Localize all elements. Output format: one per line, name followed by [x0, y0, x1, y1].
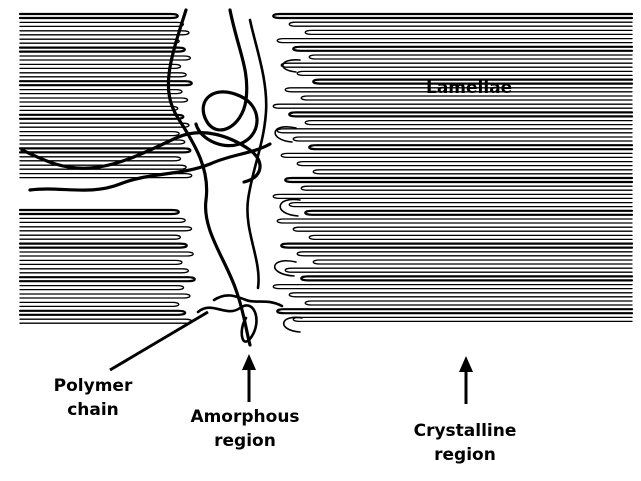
- lamella-fold: [20, 227, 192, 231]
- lamella-fold: [20, 140, 185, 144]
- lamella-fold: [20, 115, 183, 119]
- lamella-fold: [20, 286, 184, 290]
- lamella-fold: [20, 311, 185, 315]
- crystalline-region-label-line2: region: [400, 443, 530, 467]
- lamella-fold: [285, 178, 632, 182]
- lamella-fold: [20, 269, 188, 273]
- lamella-fold: [305, 30, 632, 34]
- lamella-fold: [20, 64, 181, 68]
- lamella-fold: [297, 71, 632, 75]
- lamella-fold: [20, 81, 192, 85]
- lamella-fold: [277, 39, 632, 43]
- lamella-fold: [293, 47, 632, 51]
- amorphous-region-label: Amorphous region: [180, 405, 310, 453]
- lamella-fold: [20, 31, 189, 35]
- lamella-fold: [293, 317, 632, 321]
- lamellae-label: Lamellae: [426, 76, 512, 100]
- lamella-fold: [297, 252, 632, 256]
- lamella-fold: [20, 90, 182, 94]
- lamella-fold: [293, 137, 632, 141]
- lamella-fold: [273, 14, 632, 18]
- lamella-fold: [20, 294, 190, 298]
- polymer-chain-pointer-line: [110, 312, 208, 370]
- lamella-fold: [20, 252, 193, 256]
- lamella-fold: [20, 277, 195, 281]
- polymer-chain: [247, 20, 266, 288]
- lamella-fold: [20, 14, 178, 18]
- lamella-fold: [20, 123, 189, 127]
- lamella-fold: [277, 309, 632, 313]
- lamella-fold: [313, 260, 632, 264]
- lamella-fold: [313, 170, 632, 174]
- lamella-fold: [20, 148, 190, 152]
- lamella-fold: [273, 194, 632, 198]
- lamella-fold: [273, 285, 632, 289]
- lamella-fold: [309, 55, 632, 59]
- lamella-fold: [20, 48, 185, 52]
- lamella-fold: [20, 106, 178, 110]
- lamella-fold: [289, 112, 632, 116]
- polymer-chain-label-line2: chain: [38, 398, 148, 422]
- lamella-fold: [281, 153, 632, 157]
- lamella-fold: [293, 227, 632, 231]
- lamella-fold: [305, 301, 632, 305]
- crystalline-region-arrow: [459, 356, 473, 404]
- polymer-chain: [196, 10, 257, 146]
- lamella-fold: [297, 162, 632, 166]
- lamellae-stack-right: [273, 14, 632, 332]
- lamella-fold: [301, 276, 632, 280]
- lamella-fold: [305, 121, 632, 125]
- polymer-chain-label: Polymer chain: [38, 374, 148, 422]
- lamella-fold: [20, 210, 179, 214]
- lamella-fold: [309, 235, 632, 239]
- lamella-fold: [309, 145, 632, 149]
- lamella-fold: [20, 98, 188, 102]
- lamella-fold: [20, 218, 185, 222]
- amorphous-region-label-line1: Amorphous: [180, 405, 310, 429]
- lamella-fold: [301, 186, 632, 190]
- crystalline-region-label: Crystalline region: [400, 419, 530, 467]
- lamella-fold: [289, 22, 632, 26]
- polymer-chain-label-line1: Polymer: [38, 374, 148, 398]
- lamella-fold: [20, 302, 179, 306]
- amorphous-region-label-line2: region: [180, 429, 310, 453]
- lamella-fold: [20, 22, 183, 26]
- lamella-loop: [283, 60, 300, 72]
- lamella-fold: [20, 73, 186, 77]
- lamella-fold: [20, 56, 190, 60]
- lamella-fold: [277, 129, 632, 133]
- lamella-fold: [20, 244, 187, 248]
- lamella-fold: [20, 260, 182, 264]
- lamella-fold: [281, 63, 632, 67]
- crystalline-region-label-line1: Crystalline: [400, 419, 530, 443]
- lamella-fold: [277, 219, 632, 223]
- lamella-fold: [273, 104, 632, 108]
- amorphous-region-arrow: [242, 354, 256, 402]
- lamella-fold: [285, 268, 632, 272]
- lamellae-stack-left-upper: [20, 14, 192, 178]
- lamella-fold: [289, 293, 632, 297]
- lamella-fold: [20, 319, 192, 323]
- lamella-fold: [20, 235, 180, 239]
- lamella-fold: [305, 211, 632, 215]
- lamella-fold: [289, 203, 632, 207]
- lamella-fold: [20, 39, 179, 43]
- lamellae-stack-left-lower: [20, 210, 195, 323]
- lamella-fold: [281, 244, 632, 248]
- lamella-fold: [20, 132, 179, 136]
- lamella-loop: [280, 199, 300, 216]
